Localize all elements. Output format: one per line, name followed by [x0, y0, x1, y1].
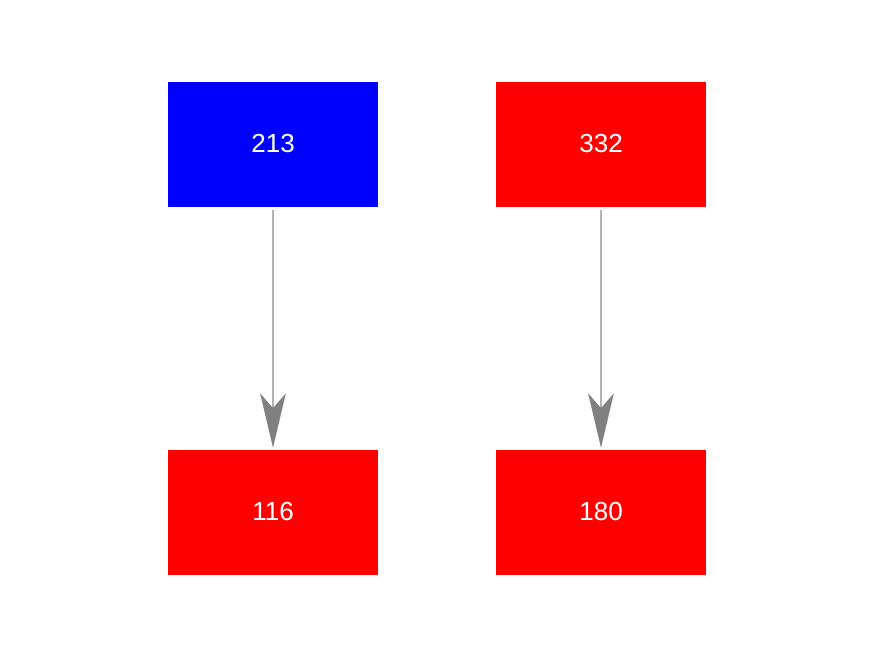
node-box: [496, 82, 706, 207]
node-label: 332: [579, 128, 622, 158]
arrowhead-icon: [260, 393, 286, 448]
arrowhead-icon: [588, 393, 614, 448]
node-213: 213: [168, 82, 378, 207]
node-label: 180: [579, 496, 622, 526]
node-116: 116: [168, 450, 378, 575]
node-label: 213: [251, 128, 294, 158]
node-box: [496, 450, 706, 575]
node-box: [168, 82, 378, 207]
node-label: 116: [252, 496, 293, 526]
edge-332-to-180: [588, 210, 614, 448]
node-332: 332: [496, 82, 706, 207]
edge-213-to-116: [260, 210, 286, 448]
node-180: 180: [496, 450, 706, 575]
node-box: [168, 450, 378, 575]
